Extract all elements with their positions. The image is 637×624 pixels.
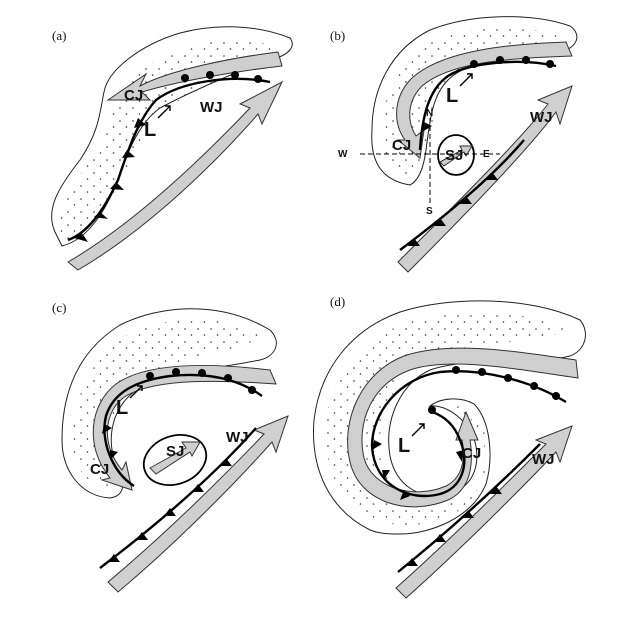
panel-a: (a) CJ WJ L [51,26,293,271]
panel-a-wj-arrow [67,80,284,271]
panel-b-dot-fill [381,28,560,178]
panel-c-label: (c) [52,300,66,315]
panel-d-wj-arrow [395,425,573,599]
panel-b: (b) CJ WJ SJ L N S W E [330,16,578,273]
panel-c-cj-label: CJ [90,461,109,478]
panel-b-low-label: L [446,85,458,107]
panel-c-sj-arrow [149,441,201,475]
panel-d-cj-label: CJ [462,445,481,462]
panel-c-dot-fill [72,319,262,488]
panel-c: (c) CJ WJ SJ L [52,300,289,593]
panel-c-low-label: L [116,397,128,419]
panel-d-wj-label: WJ [532,451,555,468]
panel-d-low-motion-arrow [411,423,425,437]
panel-c-front [103,373,263,488]
panel-a-wj-label: WJ [200,99,223,116]
panel-a-low-label: L [144,119,156,141]
panel-b-wj-label: WJ [530,109,553,126]
panel-b-north-label: N [426,108,433,119]
panel-c-sj-ring [142,434,208,486]
panel-c-front-symbols [102,368,256,562]
panel-b-front [418,60,557,151]
panel-b-front-symbols [408,56,554,246]
panel-b-sj-ring [437,134,475,176]
panel-d-front [370,370,567,498]
panel-d-low-label: L [398,435,410,457]
panel-a-cj-label: CJ [124,87,143,104]
panel-a-front-symbols [74,71,262,242]
panel-b-sj-label: SJ [445,147,463,164]
panel-c-sj-label: SJ [166,443,184,460]
panel-b-low-motion-arrow [459,73,473,87]
panel-d-label: (d) [330,294,345,309]
panel-c-wj-arrow [107,415,289,593]
panel-b-east-label: E [483,149,490,160]
panel-b-south-label: S [426,206,433,217]
panel-b-sj-arrow [439,145,473,167]
panel-c-cold-front [99,427,257,569]
panel-d-front-symbols [372,366,560,566]
panel-b-label: (b) [330,28,345,43]
panel-c-cj-arrow [92,364,277,491]
panel-c-low-motion-arrow [129,385,143,399]
panel-b-west-label: W [338,149,348,160]
panel-d-cj-arrow [347,347,579,508]
panel-a-label: (a) [52,28,66,43]
panel-a-low-motion-arrow [157,105,171,119]
panel-c-wj-label: WJ [226,429,249,446]
panel-d: (d) CJ WJ L [312,294,586,599]
panel-b-cj-label: CJ [392,137,411,154]
panel-d-cold-front [397,443,541,573]
